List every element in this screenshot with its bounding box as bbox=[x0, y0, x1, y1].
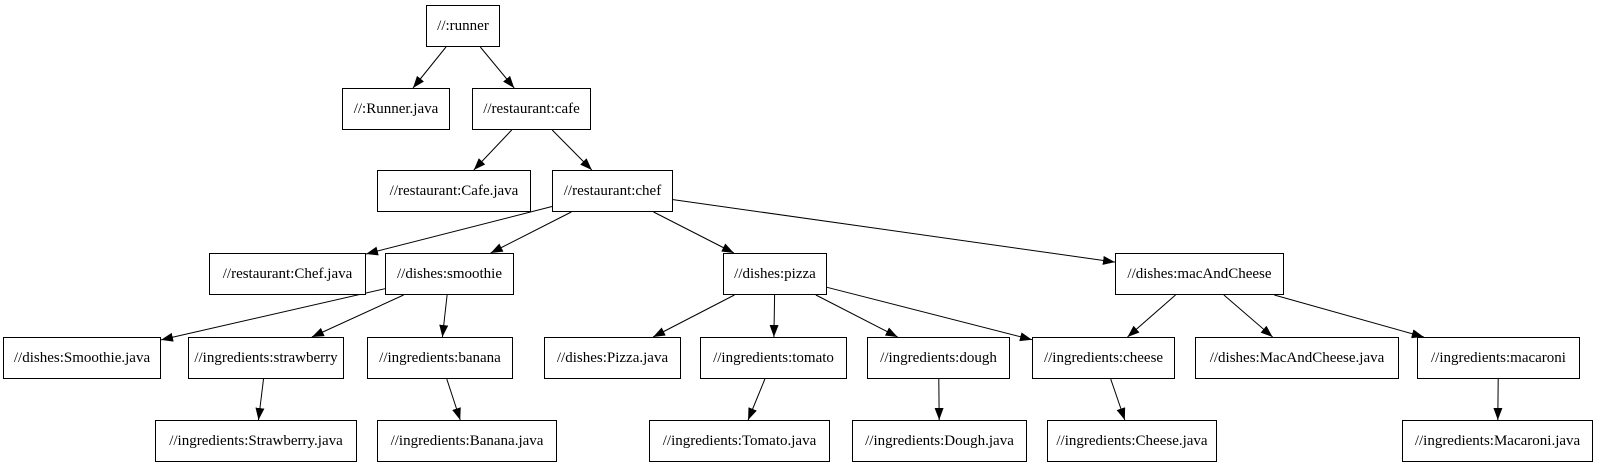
edge-tomato-to-tomato_java bbox=[747, 378, 766, 421]
graph-node-tomato_java: //ingredients:Tomato.java bbox=[649, 420, 830, 462]
edge-runner-to-runner_java bbox=[412, 46, 447, 89]
edge-chef-to-pizza bbox=[653, 211, 735, 254]
edge-pizza-to-cheese bbox=[826, 286, 1033, 342]
edge-chef-to-smoothie bbox=[490, 211, 572, 254]
edge-strawberry-to-strawberry_java bbox=[255, 378, 265, 421]
graph-node-chef: //restaurant:chef bbox=[552, 170, 673, 212]
edge-banana-to-banana_java bbox=[446, 378, 461, 421]
edge-smoothie-to-banana bbox=[439, 294, 449, 338]
edge-pizza-to-pizza_java bbox=[652, 294, 735, 338]
edge-cafe-to-chef bbox=[551, 129, 593, 171]
edge-smoothie-to-strawberry bbox=[311, 294, 404, 338]
graph-node-runner: //:runner bbox=[426, 5, 500, 47]
edge-runner-to-cafe bbox=[479, 46, 515, 89]
edge-pizza-to-tomato bbox=[769, 294, 779, 338]
graph-node-pizza_java: //dishes:Pizza.java bbox=[544, 337, 681, 379]
graph-node-macaroni_java: //ingredients:Macaroni.java bbox=[1402, 420, 1593, 462]
edge-mac_and_cheese-to-cheese bbox=[1127, 294, 1176, 338]
edge-smoothie-to-smoothie_java bbox=[160, 288, 386, 342]
graph-node-banana_java: //ingredients:Banana.java bbox=[377, 420, 557, 462]
edge-chef-to-mac_and_cheese bbox=[672, 199, 1116, 265]
graph-node-dough: //ingredients:dough bbox=[867, 337, 1010, 379]
edge-pizza-to-dough bbox=[815, 294, 898, 338]
edge-group bbox=[160, 46, 1503, 421]
graph-node-banana: //ingredients:banana bbox=[367, 337, 513, 379]
graph-node-runner_java: //:Runner.java bbox=[342, 88, 450, 130]
edge-mac_and_cheese-to-macaroni bbox=[1274, 294, 1424, 339]
graph-node-cheese: //ingredients:cheese bbox=[1032, 337, 1175, 379]
graph-node-pizza: //dishes:pizza bbox=[723, 253, 827, 295]
edge-mac_and_cheese-to-mac_and_cheese_java bbox=[1223, 294, 1273, 338]
edge-cafe-to-cafe_java bbox=[473, 129, 513, 171]
edge-chef-to-chef_java bbox=[365, 206, 553, 256]
graph-node-dough_java: //ingredients:Dough.java bbox=[852, 420, 1027, 462]
graph-node-tomato: //ingredients:tomato bbox=[700, 337, 847, 379]
graph-node-smoothie_java: //dishes:Smoothie.java bbox=[3, 337, 161, 379]
edge-cheese-to-cheese_java bbox=[1110, 378, 1126, 421]
graph-node-cafe: //restaurant:cafe bbox=[472, 88, 591, 130]
graph-node-strawberry: //ingredients:strawberry bbox=[188, 337, 344, 379]
graph-node-chef_java: //restaurant:Chef.java bbox=[209, 253, 366, 295]
graph-node-strawberry_java: //ingredients:Strawberry.java bbox=[155, 420, 357, 462]
graph-node-cheese_java: //ingredients:Cheese.java bbox=[1047, 420, 1217, 462]
graph-node-cafe_java: //restaurant:Cafe.java bbox=[377, 170, 531, 212]
graph-node-macaroni: //ingredients:macaroni bbox=[1417, 337, 1580, 379]
graph-node-mac_and_cheese_java: //dishes:MacAndCheese.java bbox=[1195, 337, 1399, 379]
graph-node-smoothie: //dishes:smoothie bbox=[385, 253, 514, 295]
graph-node-mac_and_cheese: //dishes:macAndCheese bbox=[1115, 253, 1284, 295]
